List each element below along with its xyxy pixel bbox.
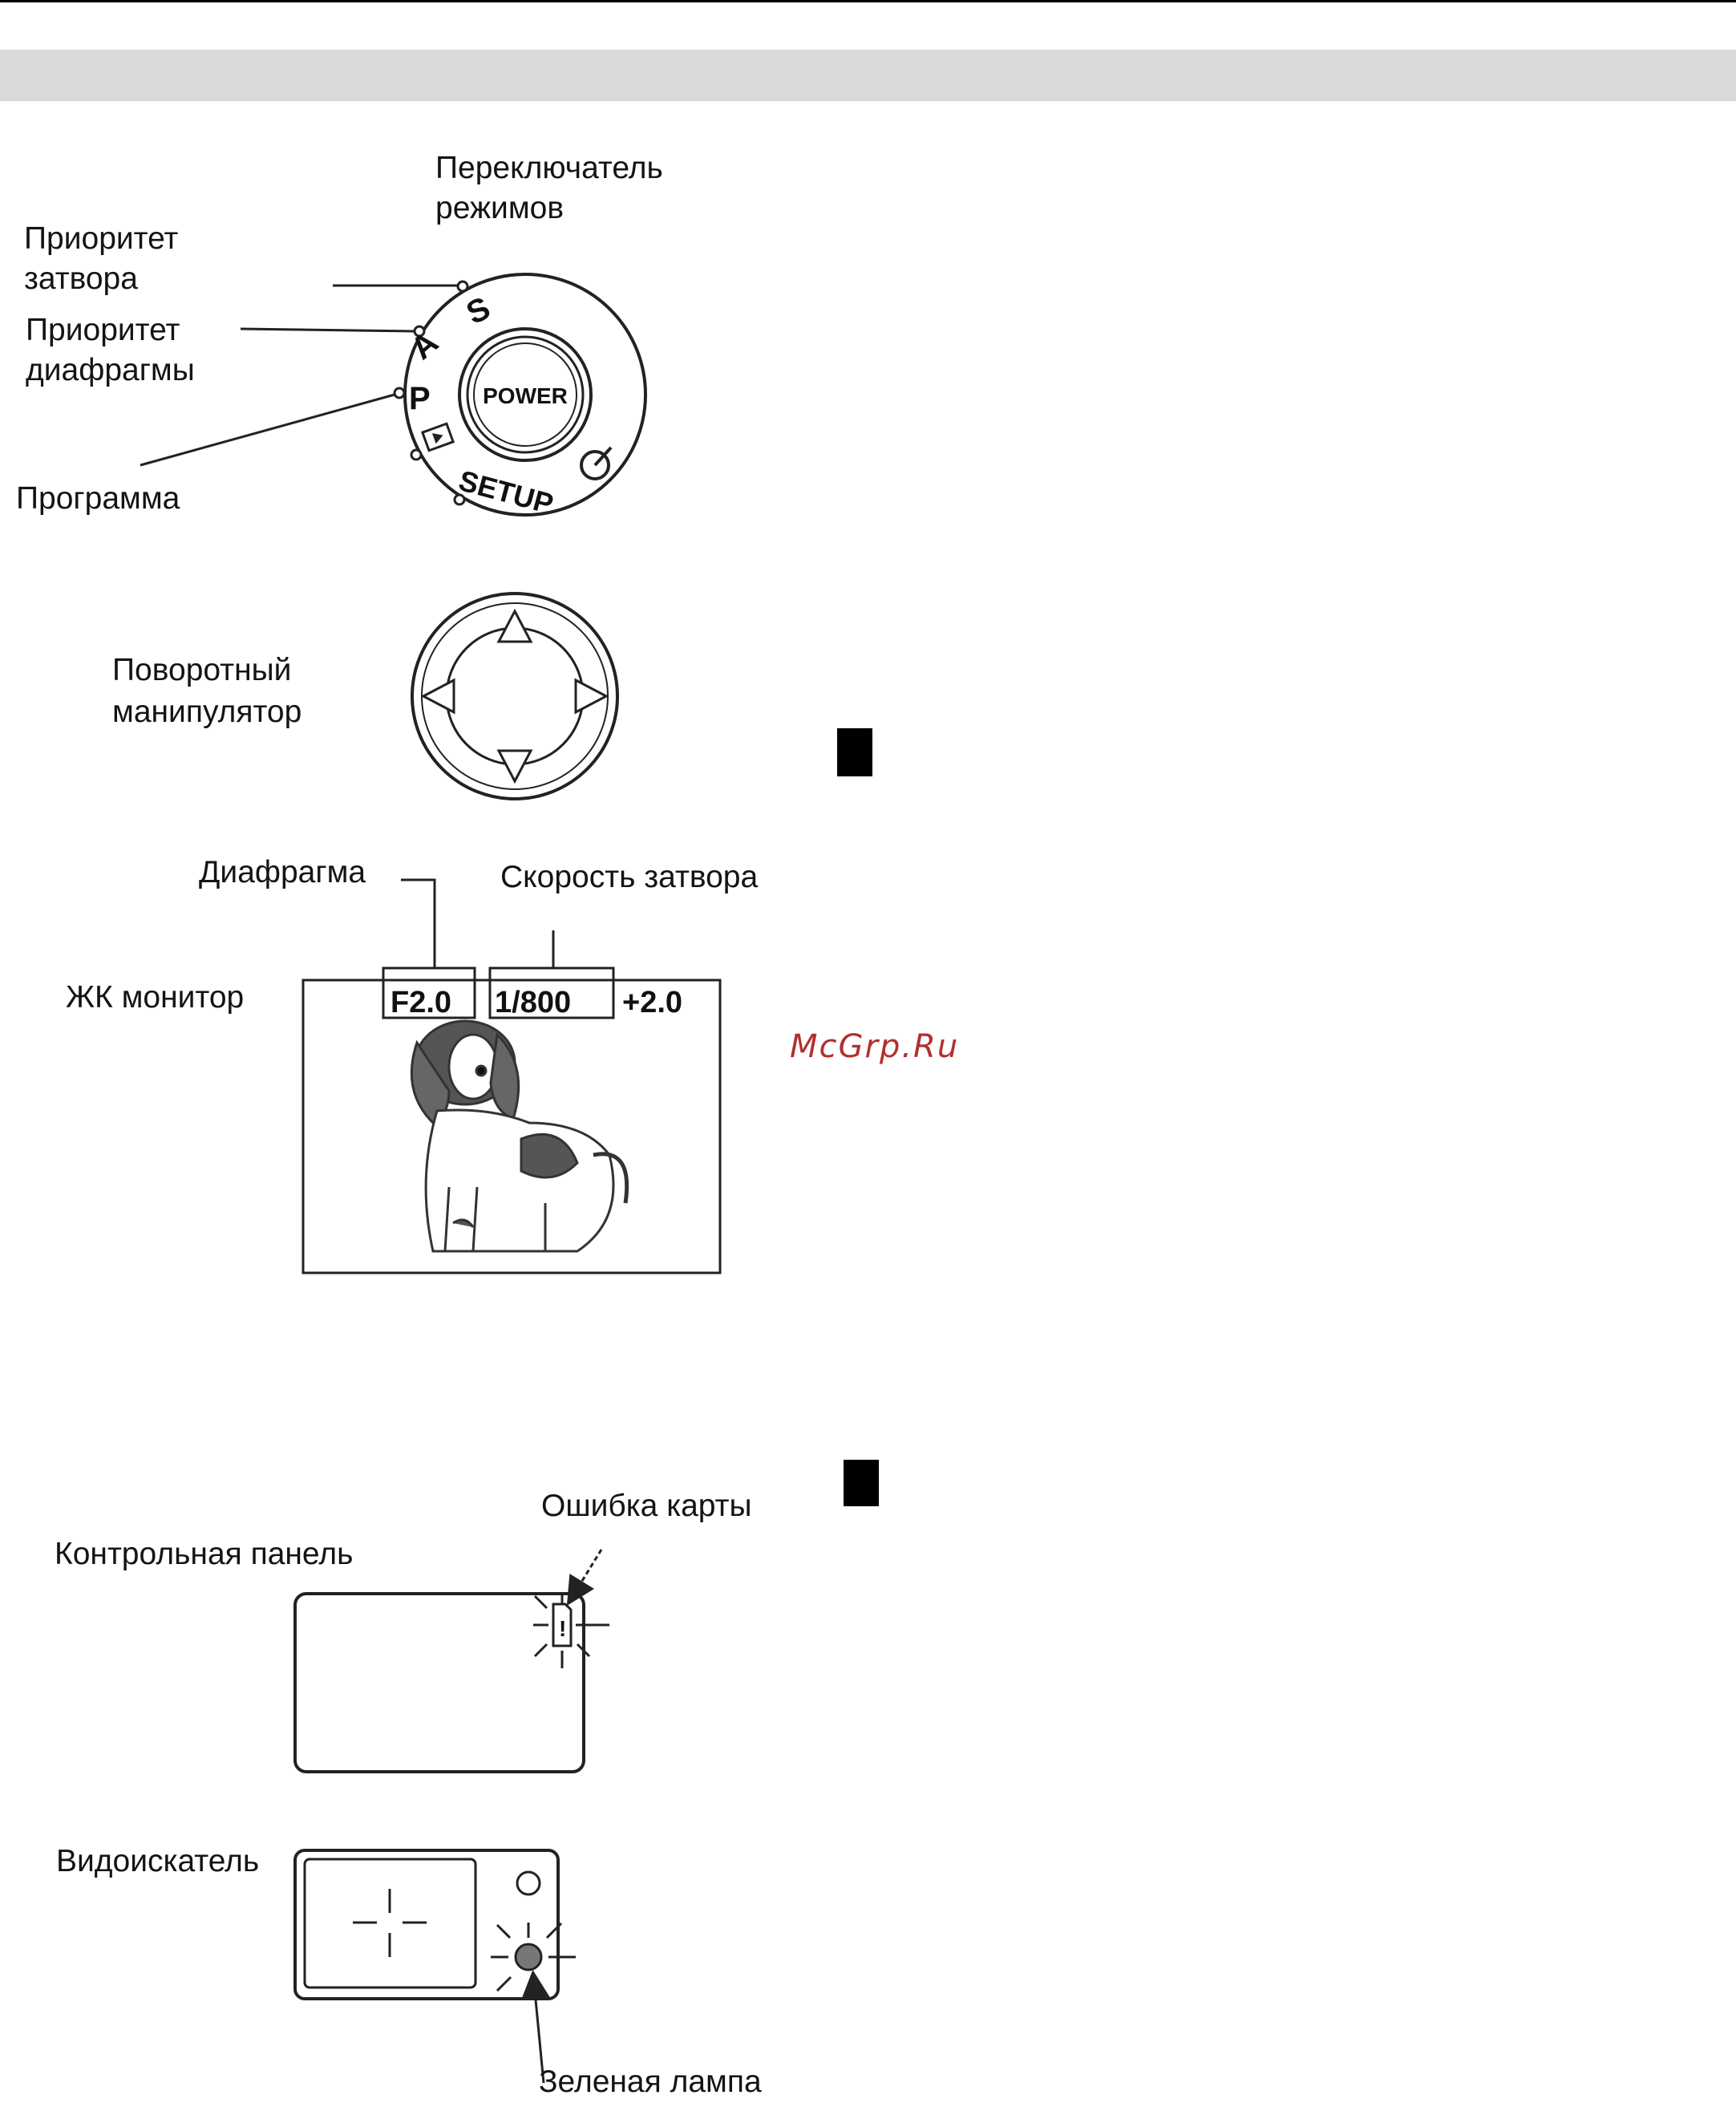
- label-mode-dial-line1: Переключатель: [435, 148, 663, 189]
- card-error-glyph: !: [559, 1616, 566, 1641]
- label-shutter-speed: Скорость затвора: [500, 857, 758, 898]
- label-shutter-priority-line1: Приоритет: [24, 218, 178, 260]
- dog-illustration: [411, 1021, 626, 1251]
- lcd-shutter-value: 1/800: [495, 986, 571, 1019]
- label-green-lamp: Зеленая лампа: [539, 2061, 762, 2103]
- label-aperture: Диафрагма: [199, 852, 366, 893]
- viewfinder: [295, 1850, 558, 1999]
- lcd-exposure-comp: +2.0: [622, 986, 682, 1019]
- green-lamp-indicator: [491, 1923, 576, 2083]
- label-control-panel: Контрольная панель: [55, 1534, 353, 1575]
- mode-dial: [140, 274, 645, 515]
- label-lcd-monitor: ЖК монитор: [66, 977, 244, 1019]
- label-shutter-priority-line2: затвора: [24, 258, 138, 300]
- dial-mode-s: S: [461, 290, 496, 331]
- label-aperture-priority-line1: Приоритет: [26, 310, 180, 351]
- label-viewfinder: Видоискатель: [56, 1841, 259, 1882]
- watermark: McGrp.Ru: [790, 1028, 959, 1065]
- lcd-aperture-value: F2.0: [390, 986, 451, 1019]
- section-marker: [844, 1460, 879, 1506]
- dial-mode-p: P: [409, 381, 431, 416]
- label-card-error: Ошибка карты: [541, 1485, 752, 1527]
- label-program: Программа: [16, 478, 180, 520]
- dial-power: POWER: [483, 383, 568, 408]
- label-rotary-controller-line2: манипулятор: [112, 691, 301, 733]
- rotary-controller: [412, 594, 617, 799]
- label-aperture-priority-line2: диафрагмы: [26, 350, 195, 391]
- label-rotary-controller-line1: Поворотный: [112, 650, 291, 691]
- section-marker: [837, 728, 872, 776]
- card-error-indicator: [533, 1550, 609, 1668]
- control-panel-frame: [295, 1594, 584, 1772]
- label-mode-dial-line2: режимов: [435, 188, 564, 229]
